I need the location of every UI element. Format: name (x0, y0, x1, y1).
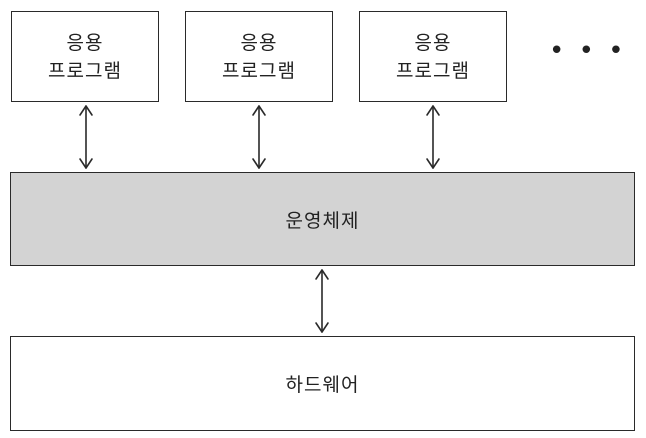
application-box-3: 응용 프로그램 (359, 11, 507, 102)
application-label-line1: 응용 (240, 31, 278, 54)
operating-system-label: 운영체제 (285, 209, 360, 232)
operating-system-box: 운영체제 (10, 172, 635, 266)
application-label-line2: 프로그램 (222, 59, 296, 82)
bidirectional-arrow-app3-os (426, 105, 440, 169)
bidirectional-arrow-app2-os (252, 105, 266, 169)
application-label-line2: 프로그램 (48, 59, 122, 82)
bidirectional-arrow-app1-os (79, 105, 93, 169)
hardware-label: 하드웨어 (285, 374, 360, 396)
application-box-2: 응용 프로그램 (185, 11, 333, 102)
application-box-1: 응용 프로그램 (11, 11, 159, 102)
more-applications-ellipsis: • • • (549, 36, 627, 66)
hardware-box: 하드웨어 (10, 336, 635, 431)
bidirectional-arrow-os-hardware (315, 269, 329, 333)
application-label-line1: 응용 (66, 31, 104, 54)
application-label-line1: 응용 (414, 31, 452, 54)
application-label-line2: 프로그램 (396, 59, 470, 82)
